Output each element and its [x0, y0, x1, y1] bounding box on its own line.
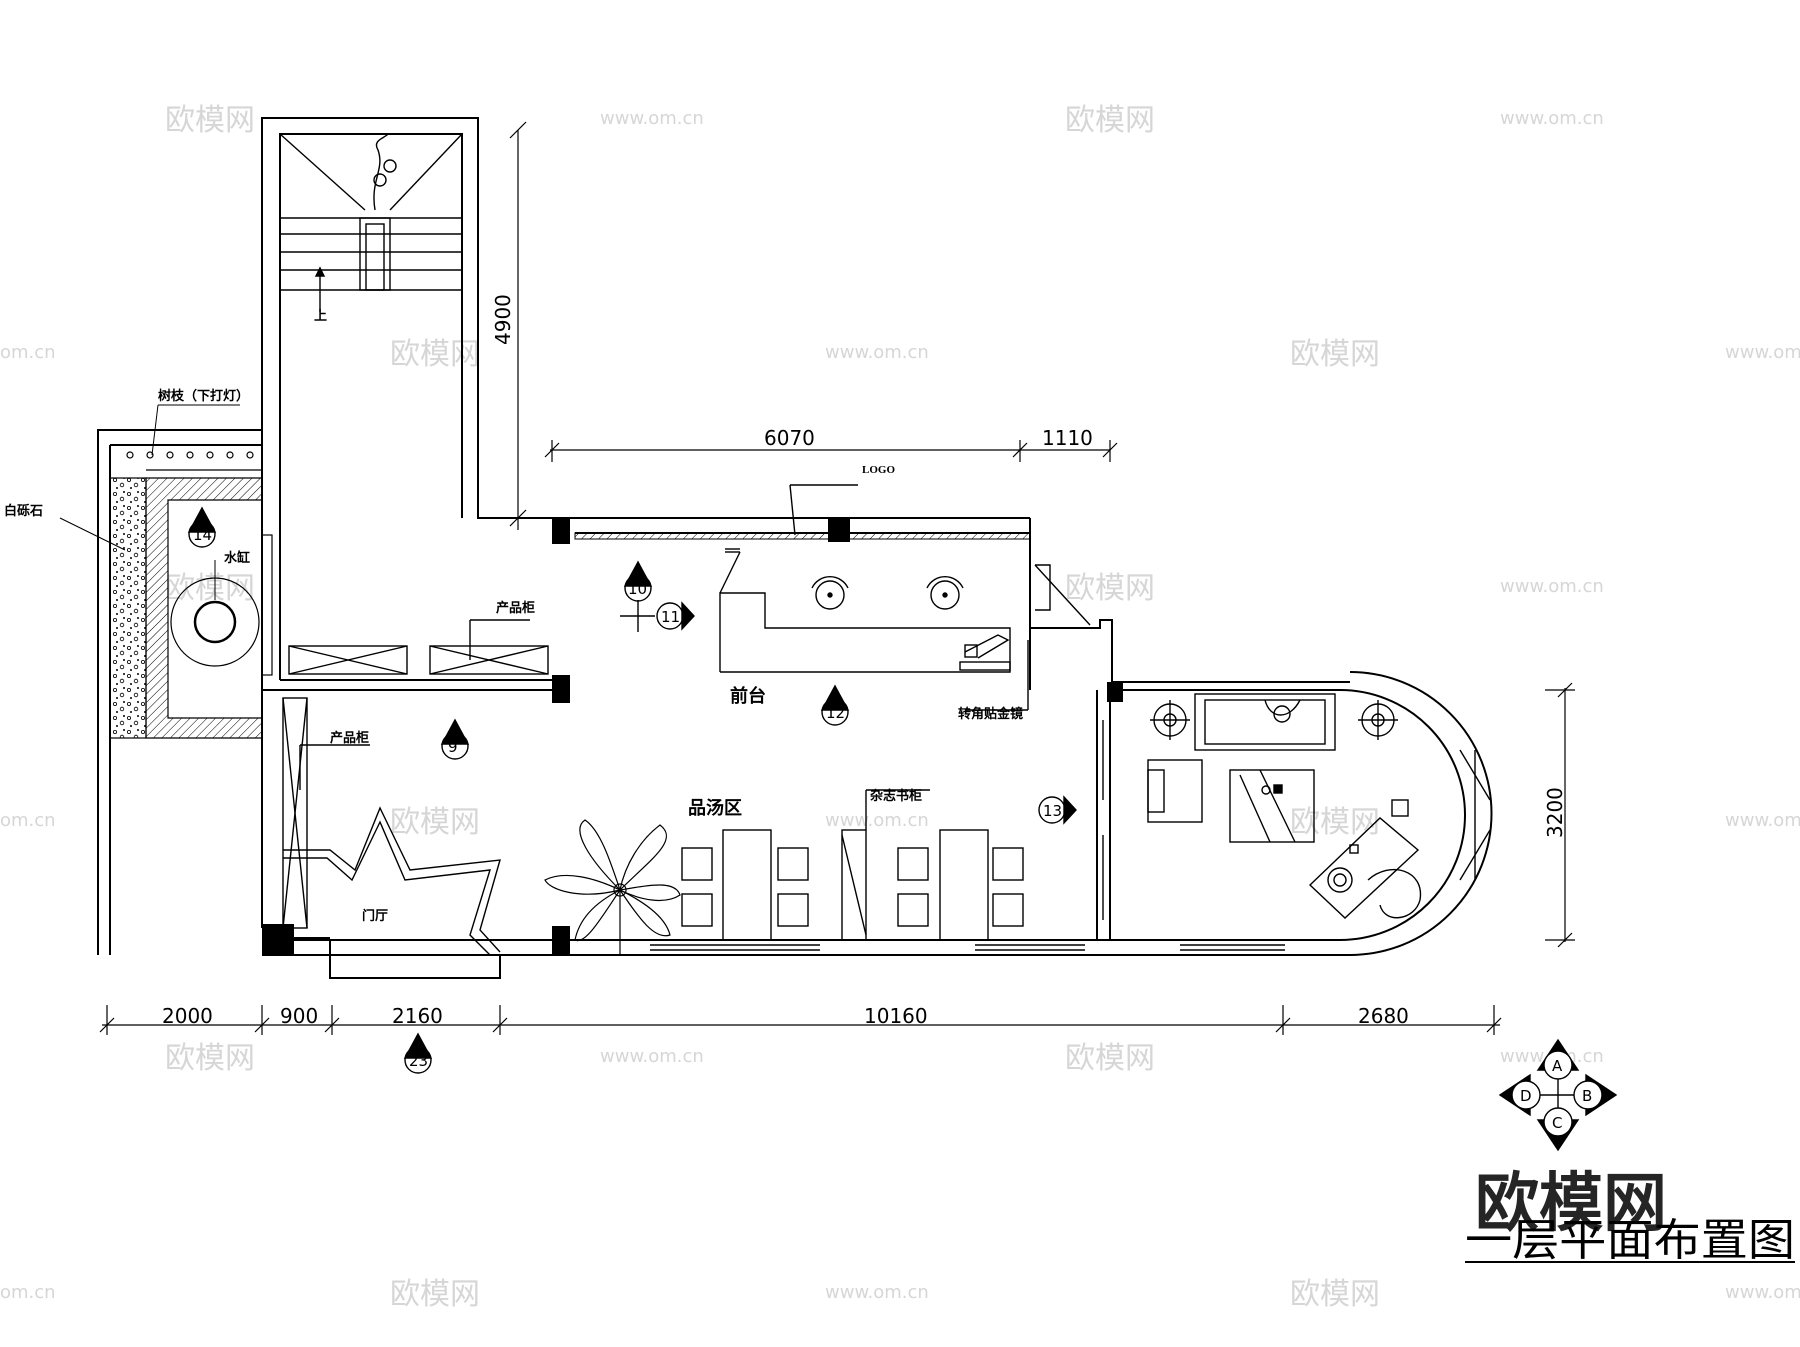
- watermark-layer: 欧模网 www.om.cn 欧模网 www.om.cn om.cn 欧模网 ww…: [0, 103, 1800, 1312]
- dim-top-span-1: 6070: [764, 426, 815, 450]
- watermark-brand: 欧模网: [1065, 1041, 1155, 1076]
- view-marker-13: [1038, 795, 1077, 825]
- columns: [262, 518, 1123, 956]
- watermark-url: www.om.cn: [1500, 576, 1604, 597]
- watermark-brand: 欧模网: [1290, 805, 1380, 840]
- watermark-brand: 欧模网: [390, 1277, 480, 1312]
- view-marker-23-number: 23: [409, 1052, 428, 1070]
- stair: [279, 133, 463, 312]
- branch-lights-label: 树枝（下打灯）: [158, 388, 249, 403]
- view-markers: [187, 506, 1077, 1074]
- watermark-url: www.om.cn: [825, 342, 929, 363]
- courtyard: [59, 404, 273, 739]
- view-marker-11: [620, 600, 695, 632]
- view-marker-14-number: 14: [193, 526, 212, 544]
- watermark-brand: 欧模网: [1290, 1277, 1380, 1312]
- watermark-brand: 欧模网: [165, 1041, 255, 1076]
- watermark-url: om.cn: [0, 342, 56, 363]
- office-furniture: [1147, 693, 1491, 919]
- watermark-url: www.om.cn: [1725, 1282, 1800, 1303]
- view-marker-12: [820, 684, 850, 726]
- dim-bottom-5: 2680: [1358, 1004, 1409, 1028]
- view-marker-9-number: 9: [448, 738, 458, 756]
- foyer-label: 门厅: [362, 908, 388, 923]
- watermark-brand: 欧模网: [390, 805, 480, 840]
- view-marker-13-number: 13: [1043, 802, 1062, 820]
- dim-bottom-2: 900: [280, 1004, 318, 1028]
- corner-mirror-label: 转角贴金镜: [958, 706, 1023, 721]
- hatched-wall: [574, 532, 1031, 540]
- white-pebbles-label: 白砾石: [4, 503, 43, 518]
- logo-label: LOGO: [862, 464, 895, 476]
- product-cabinet-top-label: 产品柜: [496, 600, 535, 615]
- compass-rose: [1498, 1038, 1618, 1152]
- product-cabinets: [282, 619, 549, 929]
- watermark-url: www.om.cn: [600, 108, 704, 129]
- dim-bottom-1: 2000: [162, 1004, 213, 1028]
- reception-label: 前台: [730, 685, 766, 706]
- view-marker-11-number: 11: [661, 608, 680, 626]
- view-marker-14: [187, 506, 217, 548]
- dimension-lines: [99, 121, 1575, 1035]
- reception-desk: [719, 484, 1091, 711]
- watermark-brand: 欧模网: [1065, 571, 1155, 606]
- watermark-url: om.cn: [0, 810, 56, 831]
- drawing-title: 一层平面布置图: [1465, 1215, 1795, 1266]
- water-tank-label: 水缸: [224, 550, 250, 565]
- compass-c: C: [1552, 1114, 1562, 1132]
- watermark-logo: 欧模网: [1475, 1167, 1667, 1241]
- view-marker-12-number: 12: [826, 704, 845, 722]
- tasting-area-label: 品汤区: [688, 798, 742, 818]
- watermark-url: www.om.cn: [825, 810, 929, 831]
- water-tank-inner: [193, 600, 237, 644]
- watermark-url: www.om.cn: [1725, 342, 1800, 363]
- view-marker-23: [403, 1032, 433, 1074]
- view-marker-9: [440, 718, 470, 760]
- watermark-brand: 欧模网: [165, 571, 255, 606]
- branch-light-dots: [126, 451, 254, 459]
- walls: [97, 117, 1493, 979]
- watermark-brand: 欧模网: [390, 337, 480, 372]
- compass-a: A: [1552, 1057, 1563, 1075]
- tasting-area-furniture: [681, 789, 1024, 941]
- dim-bottom-3: 2160: [392, 1004, 443, 1028]
- watermark-url: om.cn: [0, 1282, 56, 1303]
- watermark-url: www.om.cn: [1725, 810, 1800, 831]
- plant: [544, 819, 681, 955]
- watermark-brand: 欧模网: [1290, 337, 1380, 372]
- watermark-brand: 欧模网: [165, 103, 255, 138]
- watermark-url: www.om.cn: [1500, 108, 1604, 129]
- compass-b: B: [1582, 1087, 1592, 1105]
- magazine-shelf-label: 杂志书柜: [870, 788, 922, 803]
- watermark-url: www.om.cn: [825, 1282, 929, 1303]
- dim-stair-height: 4900: [491, 294, 515, 345]
- stair-up-label: 上: [314, 308, 327, 323]
- dim-right-height: 3200: [1543, 787, 1567, 838]
- pebble-bed: [109, 477, 147, 739]
- foyer-divider: [283, 806, 501, 956]
- watermark-brand: 欧模网: [1065, 103, 1155, 138]
- watermark-url: www.om.cn: [600, 1046, 704, 1067]
- windows: [650, 720, 1285, 951]
- planter-border: [145, 477, 263, 739]
- dim-bottom-4: 10160: [864, 1004, 928, 1028]
- product-cabinet-left-label: 产品柜: [330, 730, 369, 745]
- view-marker-10-number: 10: [628, 580, 647, 598]
- dim-top-span-2: 1110: [1042, 426, 1093, 450]
- compass-d: D: [1520, 1087, 1532, 1105]
